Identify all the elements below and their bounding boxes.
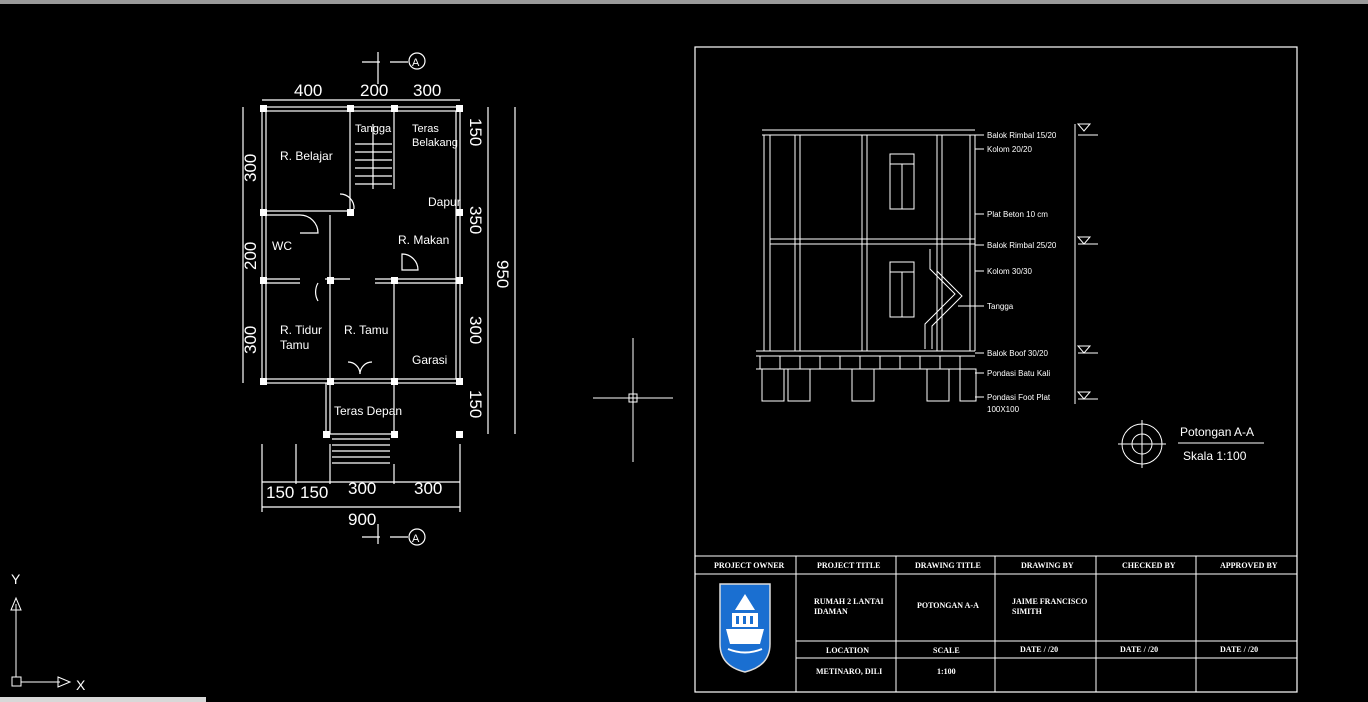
- level-markers: [1074, 123, 1098, 404]
- dim-top-2: 200: [360, 81, 388, 100]
- section-marker-top: A: [412, 57, 420, 69]
- drawing-title-value: POTONGAN A-A: [917, 601, 979, 610]
- header-approved-by: APPROVED BY: [1220, 561, 1278, 570]
- sheet-border: [694, 46, 1298, 693]
- section-title-symbol: [1118, 420, 1264, 468]
- title-block-text: PROJECT OWNER PROJECT TITLE DRAWING TITL…: [714, 561, 1278, 676]
- scale-label: SCALE: [933, 646, 960, 655]
- date-approved-by: DATE / /20: [1220, 645, 1258, 654]
- room-label-belajar: R. Belajar: [280, 149, 333, 163]
- label-plat-beton: Plat Beton 10 cm: [987, 210, 1048, 219]
- dim-bottom-3: 300: [348, 479, 376, 498]
- header-drawing-title: DRAWING TITLE: [915, 561, 981, 570]
- header-project-title: PROJECT TITLE: [817, 561, 881, 570]
- dim-bottom-1: 150: [266, 483, 294, 502]
- date-checked-by: DATE / /20: [1120, 645, 1158, 654]
- dim-right-3: 300: [466, 316, 485, 344]
- section-cut-lines: [362, 52, 426, 546]
- date-drawing-by: DATE / /20: [1020, 645, 1058, 654]
- label-100x100: 100X100: [987, 405, 1020, 414]
- dim-right-2: 350: [466, 206, 485, 234]
- room-label-teras-depan: Teras Depan: [334, 404, 402, 418]
- location-label: LOCATION: [826, 646, 869, 655]
- floor-plan[interactable]: [242, 52, 516, 546]
- dim-bottom-total: 900: [348, 510, 376, 529]
- section-marker-bottom: A: [412, 533, 420, 545]
- plan-dimension-text: 400 200 300 150 150 300 300 900 300 200 …: [241, 57, 512, 545]
- dim-bottom-4: 300: [414, 479, 442, 498]
- label-kolom-20: Kolom 20/20: [987, 145, 1032, 154]
- foundation-hatch: [756, 356, 977, 402]
- dim-left-2: 200: [241, 242, 260, 270]
- room-label-tangga: Tangga: [355, 123, 392, 135]
- ucs-icon: [10, 596, 72, 688]
- top-window-edge: [0, 0, 1368, 4]
- owner-logo: [719, 583, 771, 673]
- header-checked-by: CHECKED BY: [1122, 561, 1176, 570]
- title-block: [695, 555, 1297, 692]
- ucs-y-label: Y: [11, 571, 21, 587]
- dim-left-3: 300: [241, 326, 260, 354]
- crosshair-cursor: [593, 338, 673, 462]
- dim-left-1: 300: [241, 154, 260, 182]
- dim-right-1: 150: [466, 118, 485, 146]
- section-drawing[interactable]: [756, 123, 1098, 404]
- location-value: METINARO, DILI: [816, 667, 882, 676]
- room-label-wc: WC: [272, 239, 292, 253]
- section-leaders: [958, 134, 984, 398]
- section-scale: Skala 1:100: [1183, 449, 1247, 463]
- plan-columns: [260, 105, 463, 438]
- label-balok-rimbal-15: Balok Rimbal 15/20: [987, 131, 1057, 140]
- label-tangga: Tangga: [987, 302, 1014, 311]
- header-project-owner: PROJECT OWNER: [714, 561, 785, 570]
- room-label-garasi: Garasi: [412, 353, 447, 367]
- label-kolom-30: Kolom 30/30: [987, 267, 1032, 276]
- front-steps: [332, 438, 390, 464]
- section-labels: Balok Rimbal 15/20 Kolom 20/20 Plat Beto…: [987, 131, 1057, 414]
- scale-value: 1:100: [937, 667, 956, 676]
- label-balok-rimbal-25: Balok Rimbal 25/20: [987, 241, 1057, 250]
- label-pondasi-foot-plat: Pondasi Foot Plat: [987, 393, 1051, 402]
- dim-bottom-2: 150: [300, 483, 328, 502]
- label-balok-boof: Balok Boof 30/20: [987, 349, 1048, 358]
- plan-dimension-lines: [242, 99, 516, 512]
- room-label-makan: R. Makan: [398, 233, 449, 247]
- room-label-dapur: Dapur: [428, 195, 461, 209]
- dim-top-3: 300: [413, 81, 441, 100]
- header-drawing-by: DRAWING BY: [1021, 561, 1074, 570]
- dim-top-1: 400: [294, 81, 322, 100]
- section-title: Potongan A-A: [1180, 425, 1254, 439]
- command-line-edge[interactable]: [0, 697, 206, 702]
- stair-treads: [355, 124, 392, 189]
- label-pondasi-batu-kali: Pondasi Batu Kali: [987, 369, 1050, 378]
- ucs-x-label: X: [76, 677, 86, 693]
- dim-right-total: 950: [493, 260, 512, 288]
- dim-right-4: 150: [466, 390, 485, 418]
- room-label-tamu: R. Tamu: [344, 323, 388, 337]
